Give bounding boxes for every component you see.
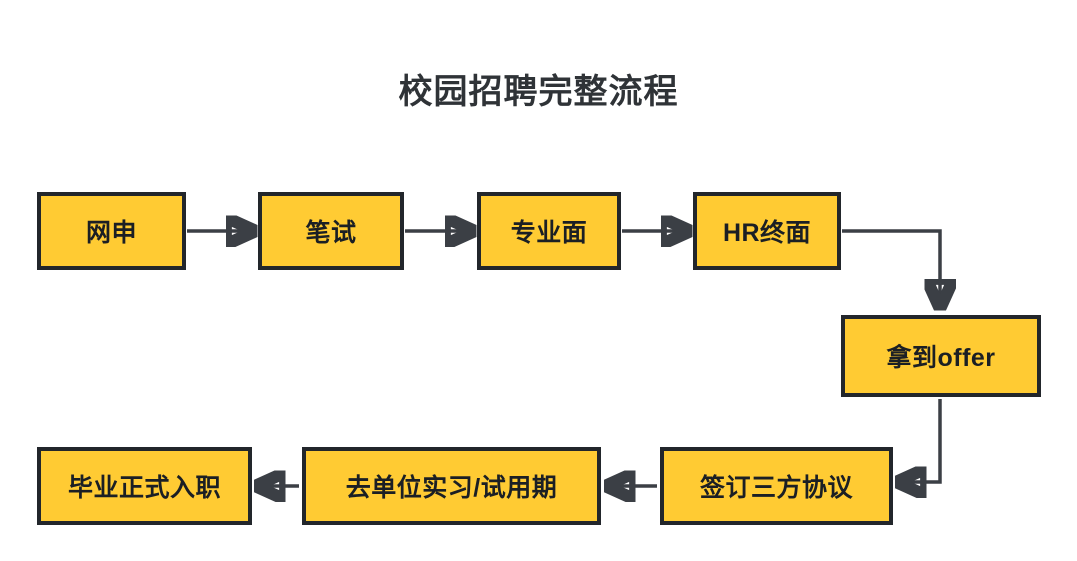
page-title: 校园招聘完整流程: [398, 73, 679, 111]
edge-n4-n5: [842, 229, 940, 305]
node-label: 笔试: [305, 219, 357, 247]
node-wangshen[interactable]: 网申: [37, 192, 186, 270]
node-label: 专业面: [510, 219, 588, 247]
node-label: HR终面: [722, 219, 812, 247]
node-label: 网申: [85, 219, 137, 247]
node-biye-zhengshi-ruzhi[interactable]: 毕业正式入职: [37, 447, 252, 525]
node-bishi[interactable]: 笔试: [258, 192, 404, 270]
node-qu-danwei-shixi[interactable]: 去单位实习/试用期: [302, 447, 601, 525]
node-label: 签订三方协议: [699, 474, 853, 502]
node-qianding-sanfang-xieyi[interactable]: 签订三方协议: [660, 447, 893, 525]
node-hr-zhongmian[interactable]: HR终面: [693, 192, 841, 270]
node-zhuanyemian[interactable]: 专业面: [477, 192, 621, 270]
edge-n5-n6: [900, 399, 942, 482]
node-label: 拿到offer: [886, 344, 996, 372]
node-nadao-offer[interactable]: 拿到offer: [841, 315, 1041, 397]
node-label: 毕业正式入职: [67, 474, 221, 502]
node-label: 去单位实习/试用期: [345, 474, 558, 502]
